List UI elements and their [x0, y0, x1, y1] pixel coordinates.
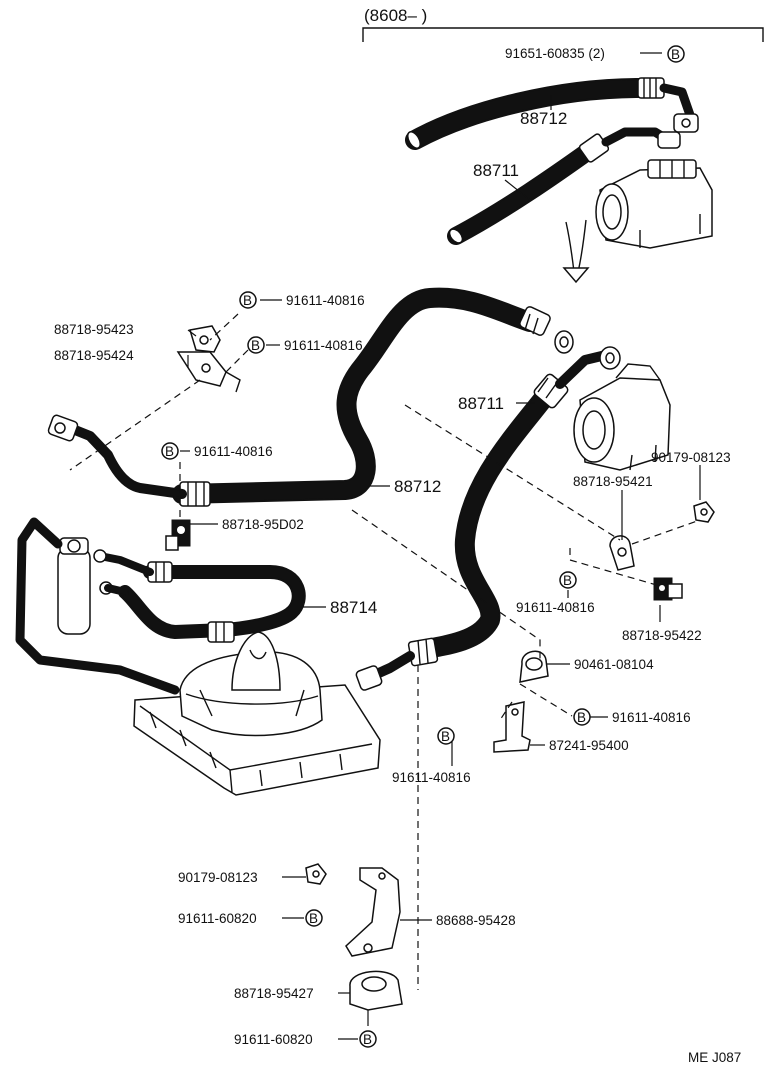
part-label: 88718-95D02 [222, 517, 304, 532]
b-callout-5: B [559, 571, 577, 589]
dashed-lines [69, 313, 701, 990]
part-label: 91611-40816 [392, 770, 471, 785]
b-callout-1: B [667, 45, 685, 63]
b-callout-2: B [239, 291, 257, 309]
part-label: 91611-60820 [234, 1032, 313, 1047]
part-label: 88718-95422 [622, 628, 702, 643]
part-label: 91611-40816 [284, 338, 363, 353]
nut-90179-08123-lower [305, 863, 327, 885]
clamp-88718-95424 [176, 351, 241, 393]
svg-text:B: B [251, 338, 260, 353]
clamp-88718-95422 [653, 577, 683, 601]
b-callout-4: B [161, 442, 179, 460]
hose-88712 [47, 287, 574, 507]
part-label: 90461-08104 [574, 657, 654, 672]
part-label: 88714 [330, 598, 377, 617]
nut-90179-08123-upper [693, 501, 715, 523]
clamp-90461-08104 [519, 650, 549, 683]
b-callouts: B B B B B B B B B [161, 45, 685, 1048]
hose-88714 [93, 549, 306, 643]
svg-text:B: B [363, 1032, 372, 1047]
bracket-87241-95400 [493, 701, 531, 753]
svg-text:B: B [309, 911, 318, 926]
svg-text:B: B [577, 710, 586, 725]
svg-text:B: B [671, 47, 680, 62]
part-label: 88711 [458, 394, 504, 413]
part-label: 88688-95428 [436, 913, 516, 928]
b-callout-6: B [573, 708, 591, 726]
part-label: 87241-95400 [549, 738, 629, 753]
part-label: 91611-40816 [516, 600, 595, 615]
part-labels: 91651-60835 (2) 88712 88711 91611-40816 … [54, 46, 731, 1047]
clamp-88718-95423 [189, 325, 221, 353]
b-callout-8: B [305, 909, 323, 927]
receiver-drier [15, 517, 180, 695]
svg-text:B: B [165, 444, 174, 459]
part-label: 88718-95421 [573, 474, 653, 489]
part-label: 91611-40816 [286, 293, 365, 308]
inset-bracket: (8608– ) [362, 6, 764, 42]
unit-base [133, 631, 381, 796]
diagram-code: ME J087 [688, 1050, 741, 1065]
hose-88711 [355, 346, 621, 691]
clamp-88718-95427 [349, 970, 403, 1011]
leader-lines [180, 52, 701, 1040]
part-label: 90179-08123 [651, 450, 731, 465]
bracket-88718-95D02 [165, 519, 191, 551]
part-label: 88718-95423 [54, 322, 134, 337]
inset-hoses [405, 77, 713, 284]
b-callout-7: B [437, 727, 455, 745]
part-label: 91611-40816 [194, 444, 273, 459]
svg-text:B: B [563, 573, 572, 588]
b-callout-3: B [247, 336, 265, 354]
clamp-88718-95421 [609, 535, 635, 571]
date-range-label: (8608– ) [364, 6, 427, 25]
part-label: 91651-60835 (2) [505, 46, 605, 61]
part-label: 88712 [520, 109, 567, 128]
bracket-88688-95428 [345, 867, 401, 957]
part-label: 88718-95427 [234, 986, 314, 1001]
part-label: 88712 [394, 477, 441, 496]
part-label: 91611-40816 [612, 710, 691, 725]
b-callout-9: B [359, 1030, 377, 1048]
svg-text:B: B [441, 729, 450, 744]
part-label: 88711 [473, 161, 519, 180]
compressor [573, 363, 671, 471]
svg-text:B: B [243, 293, 252, 308]
part-label: 91611-60820 [178, 911, 257, 926]
part-label: 88718-95424 [54, 348, 134, 363]
part-label: 90179-08123 [178, 870, 258, 885]
